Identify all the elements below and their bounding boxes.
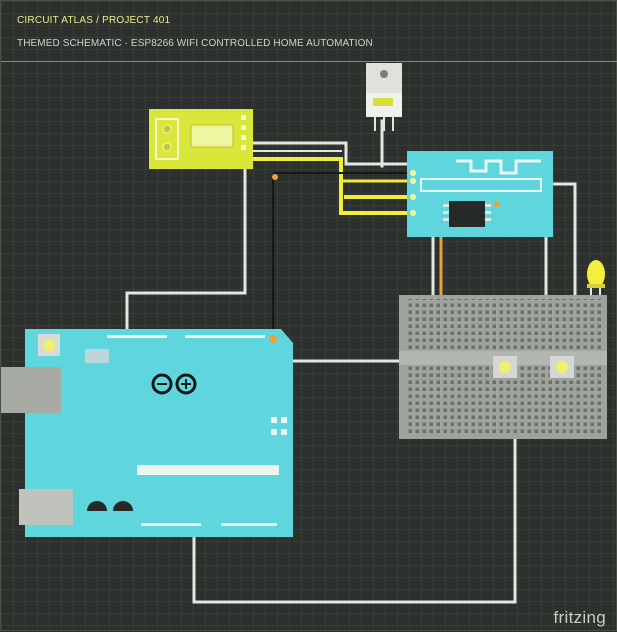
push-button[interactable]: [493, 356, 517, 378]
esp-led-icon: [494, 201, 500, 207]
brand-title: CIRCUIT ATLAS / PROJECT 401: [17, 15, 171, 26]
wire-relay-to-esp-1[interactable]: [251, 141, 415, 166]
relay-screw-icon: [162, 142, 172, 152]
breadboard[interactable]: [399, 295, 607, 439]
arduino-uno[interactable]: [1, 329, 293, 537]
wifi-antenna-icon: [456, 159, 541, 175]
wire-relay-to-arduino[interactable]: [125, 165, 247, 331]
page-subtitle: THEMED SCHEMATIC · ESP8266 WIFI CONTROLL…: [17, 38, 373, 49]
junction-dot: [272, 174, 278, 180]
header: CIRCUIT ATLAS / PROJECT 401 THEMED SCHEM…: [1, 1, 617, 62]
push-button[interactable]: [550, 356, 574, 378]
button-icon: [556, 361, 568, 373]
fritzing-watermark: fritzing: [553, 608, 606, 627]
analog-header: [141, 523, 277, 526]
led-icon: [587, 260, 605, 288]
digital-header: [107, 335, 265, 338]
relay-module[interactable]: [149, 109, 253, 169]
voltage-regulator[interactable]: [366, 63, 402, 131]
capacitor-icon: [87, 501, 107, 511]
arduino-logo-icon: [151, 373, 197, 395]
regulator-hole-icon: [380, 70, 388, 78]
button-icon: [499, 361, 511, 373]
capacitor-icon: [113, 501, 133, 511]
esp8266-module[interactable]: [407, 151, 553, 237]
reset-button-icon: [43, 339, 55, 351]
led[interactable]: [587, 260, 605, 301]
wire-relay-power[interactable]: [251, 157, 413, 215]
relay-screw-icon: [162, 124, 172, 134]
